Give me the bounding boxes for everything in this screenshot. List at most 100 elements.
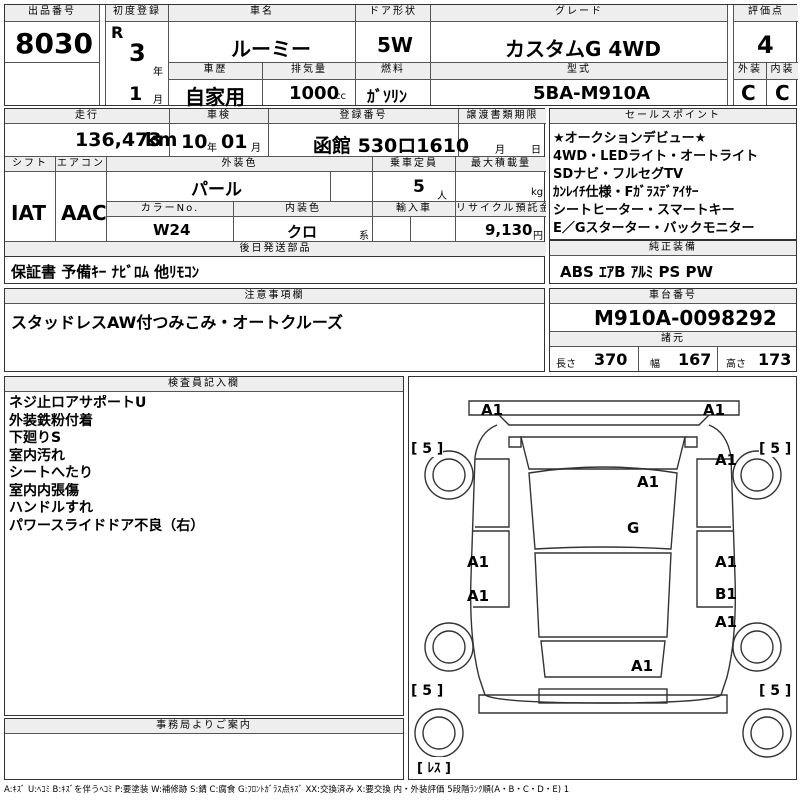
selling-points-block: セールスポイント ★オークションデビュー★ 4WD・LEDライト・オートライト … xyxy=(549,108,797,240)
damage-mark: A1 xyxy=(467,553,490,571)
front-bumper xyxy=(468,400,740,416)
equipment-header: 純正装備 xyxy=(550,241,796,256)
damage-mark: B1 xyxy=(715,585,737,603)
later-parts-header: 後日発送部品 xyxy=(5,242,546,256)
capacity-unit: 人 xyxy=(437,191,447,202)
width-value: 167 xyxy=(678,350,712,369)
door-type: 5W xyxy=(377,33,413,57)
interior-color-unit: 系 xyxy=(359,231,369,242)
car-name-header: 車名 xyxy=(169,5,355,22)
wheel-front-left xyxy=(424,450,474,500)
capacity-header: 乗車定員 xyxy=(373,157,455,172)
shift-value: IAT xyxy=(11,201,47,225)
specs-header: 諸元 xyxy=(550,331,796,347)
color-no-header: カラーNo. xyxy=(107,202,233,217)
chassis-number: M910A-0098292 xyxy=(594,306,777,330)
damage-mark: A1 xyxy=(715,553,738,571)
car-outline-svg xyxy=(414,400,792,758)
import-header: 輸入車 xyxy=(373,202,455,217)
car-diagram: A1 A1 A1 A1 G A1 A1 A1 B1 A1 A1 [ 5 ] [ … xyxy=(408,376,797,780)
inspector-note: 外装鉄粉付着 xyxy=(9,413,93,429)
spec-block: 走行 車検 登録番号 譲渡書類期限 136,473 km 10 年 01 月 函… xyxy=(4,108,546,256)
interior-grade: C xyxy=(775,81,790,105)
office-block: 事務局よりご案内 xyxy=(4,718,404,780)
lot-header: 出品番号 xyxy=(5,5,99,22)
shift-header: シフト xyxy=(5,157,55,172)
left-front-door xyxy=(475,458,510,528)
car-name: ルーミー xyxy=(231,37,311,61)
year-unit: 年 xyxy=(153,67,163,78)
door-header: ドア形状 xyxy=(356,5,430,22)
interior-color-value: クロ xyxy=(287,223,318,241)
exterior-header: 外装 xyxy=(734,62,766,80)
rear-glass xyxy=(540,640,666,678)
roof xyxy=(528,466,678,550)
chassis-block: 車台番号 M910A-0098292 諸元 長さ 370 幅 167 高さ 17… xyxy=(549,288,797,372)
equipment-value: ABS ｴｱB ｱﾙﾐ PS PW xyxy=(560,263,714,281)
max-load-unit: kg xyxy=(531,187,544,198)
tire-depth: [ 5 ] xyxy=(411,683,444,699)
hood-line xyxy=(498,414,710,426)
right-rear-door xyxy=(696,530,733,608)
mileage-unit: km xyxy=(145,129,178,151)
score-value: 4 xyxy=(757,31,774,59)
selling-points-header: セールスポイント xyxy=(550,109,796,124)
deadline-day-unit: 日 xyxy=(531,145,541,156)
wheel-front-right xyxy=(732,450,782,500)
notes-block: 注意事項欄 スタッドレスAW付つみこみ・オートクルーズ xyxy=(4,288,545,372)
top-info-block: 出品番号 初度登録 車名 ドア形状 グレード 評価点 車歴 排気量 燃料 型式 … xyxy=(4,4,798,109)
tire-depth: [ 5 ] xyxy=(411,441,444,457)
inspector-note: 室内汚れ xyxy=(9,448,65,464)
era-label: R xyxy=(111,23,124,42)
grade-value: カスタムG 4WD xyxy=(505,37,661,61)
recycle-unit: 円 xyxy=(533,231,543,242)
aircon-header: エアコン xyxy=(56,157,106,172)
height-value: 173 xyxy=(758,350,792,369)
height-label: 高さ xyxy=(726,359,746,370)
inspector-note: 下廻りS xyxy=(9,430,62,446)
score-header: 評価点 xyxy=(734,5,798,22)
selling-point: ｶﾝﾚｲﾁ仕様・Fｶﾞﾗｽﾃﾞｱｲｻｰ xyxy=(553,185,699,200)
history-header: 車歴 xyxy=(169,62,262,80)
spare-tire xyxy=(414,708,464,758)
inspector-header: 検査員記入欄 xyxy=(5,377,403,392)
inspector-note: ネジ止ロアサポートU xyxy=(9,395,147,411)
model-value: 5BA-M910A xyxy=(533,83,651,104)
spare-tire-status: [ ﾚｽ ] xyxy=(417,757,451,776)
chassis-header: 車台番号 xyxy=(550,289,796,304)
damage-mark: A1 xyxy=(481,401,504,419)
displacement-header: 排気量 xyxy=(263,62,355,80)
width-label: 幅 xyxy=(650,359,660,370)
later-parts-value: 保証書 予備ｷｰ ﾅﾋﾞﾛﾑ 他ﾘﾓｺﾝ xyxy=(11,263,200,281)
damage-mark: A1 xyxy=(703,401,726,419)
inspection-year-unit: 年 xyxy=(207,143,217,154)
selling-point: 4WD・LEDライト・オートライト xyxy=(553,149,759,164)
int-color-header: 内装色 xyxy=(234,202,372,217)
length-value: 370 xyxy=(594,350,628,369)
reg-month: 1 xyxy=(129,83,143,105)
inspection-month: 01 xyxy=(221,131,248,153)
recycle-value: 9,130 xyxy=(485,221,533,239)
rear-plate xyxy=(538,688,668,704)
length-label: 長さ xyxy=(556,359,576,370)
mileage-value: 136,473 xyxy=(75,129,162,151)
inspector-note: シートへたり xyxy=(9,465,93,481)
ext-color-header: 外装色 xyxy=(107,157,372,172)
inspector-note: ハンドルすれ xyxy=(9,500,93,516)
inspection-year: 10 xyxy=(181,131,208,153)
month-unit: 月 xyxy=(153,95,163,106)
left-rear-door xyxy=(473,530,510,608)
damage-mark: A1 xyxy=(715,613,738,631)
registration-number: 函館 530ロ1610 xyxy=(313,135,470,157)
reg-no-header: 登録番号 xyxy=(269,109,458,124)
model-header: 型式 xyxy=(431,62,727,80)
deadline-header: 譲渡書類期限 xyxy=(459,109,546,124)
max-load-header: 最大積載量 xyxy=(456,157,546,172)
grade-header: グレード xyxy=(431,5,727,22)
damage-mark: A1 xyxy=(631,657,654,675)
equipment-block: 純正装備 ABS ｴｱB ｱﾙﾐ PS PW xyxy=(549,240,797,284)
selling-point: ★オークションデビュー★ xyxy=(553,131,707,146)
history-value: 自家用 xyxy=(185,85,245,109)
selling-point: シートヒーター・スマートキー xyxy=(553,203,735,218)
selling-point: SDナビ・フルセグTV xyxy=(553,167,684,182)
